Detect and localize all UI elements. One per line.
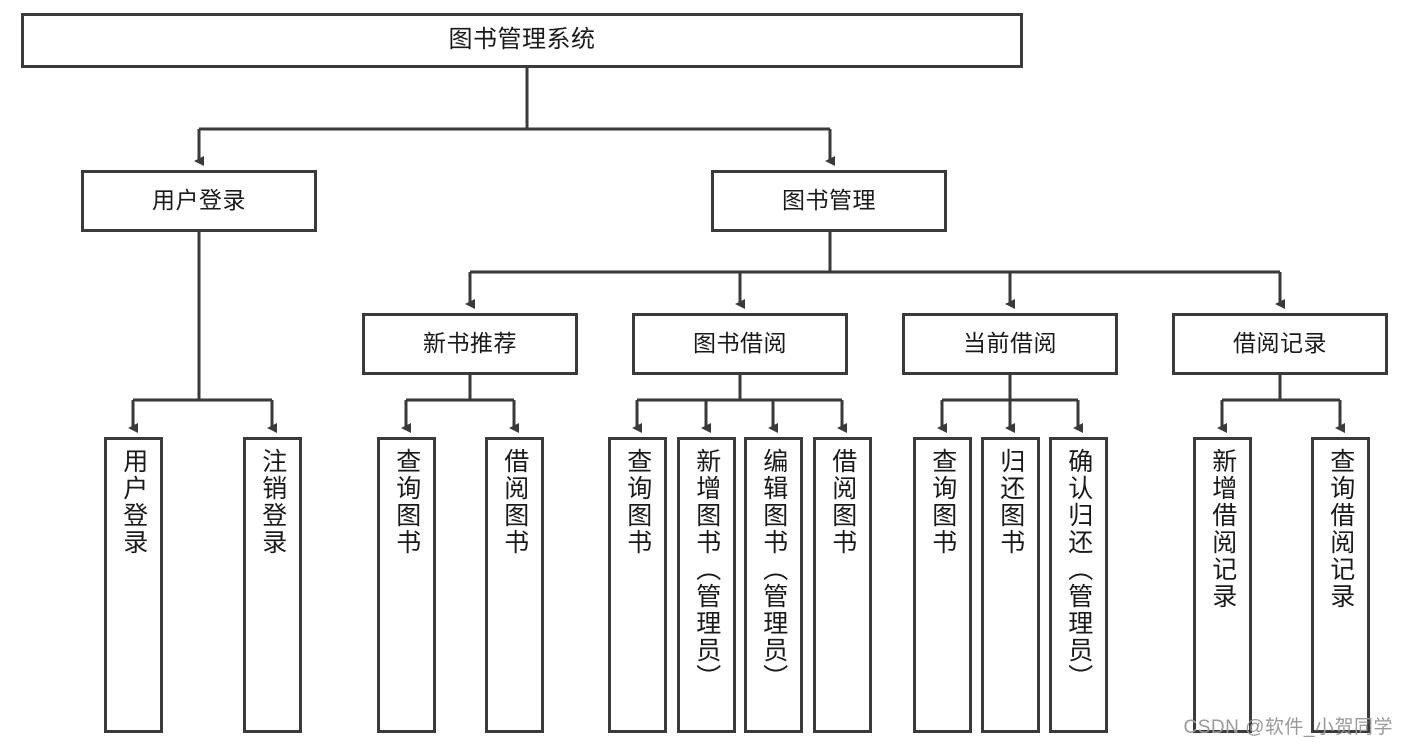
node-leaf-logout-label: 注销登录 (258, 448, 287, 556)
node-leaf-user-login-label: 用户登录 (119, 448, 148, 556)
node-book-borrow-label: 图书借阅 (693, 330, 787, 357)
node-book-management-label: 图书管理 (782, 187, 876, 214)
node-leaf-borrow-book-1-label: 借阅图书 (500, 448, 529, 556)
node-borrow-record-label: 借阅记录 (1233, 330, 1327, 357)
node-leaf-borrow-book-2[interactable]: 借阅图书 (813, 437, 872, 733)
node-leaf-borrow-book-2-label: 借阅图书 (828, 448, 857, 556)
node-book-borrow[interactable]: 图书借阅 (632, 313, 848, 375)
node-leaf-query-borrow-record[interactable]: 查询借阅记录 (1311, 437, 1370, 733)
node-borrow-record[interactable]: 借阅记录 (1172, 313, 1388, 375)
node-root-label: 图书管理系统 (448, 26, 596, 54)
node-leaf-add-borrow-record-label: 新增借阅记录 (1208, 448, 1237, 610)
node-leaf-query-book-2-label: 查询图书 (623, 448, 652, 556)
node-leaf-query-book-3[interactable]: 查询图书 (913, 437, 972, 733)
node-new-book-recommend[interactable]: 新书推荐 (362, 313, 578, 375)
node-leaf-return-book[interactable]: 归还图书 (981, 437, 1040, 733)
node-leaf-query-book-1[interactable]: 查询图书 (377, 437, 436, 733)
node-current-borrow[interactable]: 当前借阅 (902, 313, 1118, 375)
node-leaf-borrow-book-1[interactable]: 借阅图书 (485, 437, 544, 733)
node-leaf-edit-book-admin-label: 编辑图书（管理员） (759, 448, 788, 691)
node-leaf-return-book-label: 归还图书 (996, 448, 1025, 556)
node-leaf-query-book-1-label: 查询图书 (392, 448, 421, 556)
node-leaf-user-login[interactable]: 用户登录 (104, 437, 163, 733)
node-leaf-query-book-3-label: 查询图书 (928, 448, 957, 556)
node-leaf-query-book-2[interactable]: 查询图书 (608, 437, 667, 733)
node-leaf-confirm-return-admin-label: 确认归还（管理员） (1064, 448, 1093, 691)
node-leaf-edit-book-admin[interactable]: 编辑图书（管理员） (744, 437, 803, 733)
node-user-login[interactable]: 用户登录 (81, 170, 317, 232)
watermark-text: CSDN @软件_小贺同学 (1183, 717, 1393, 738)
node-leaf-logout[interactable]: 注销登录 (243, 437, 302, 733)
node-book-management[interactable]: 图书管理 (711, 170, 947, 232)
node-user-login-label: 用户登录 (152, 187, 246, 214)
node-new-book-recommend-label: 新书推荐 (423, 330, 517, 357)
node-leaf-query-borrow-record-label: 查询借阅记录 (1326, 448, 1355, 610)
node-root[interactable]: 图书管理系统 (21, 13, 1023, 68)
node-current-borrow-label: 当前借阅 (963, 330, 1057, 357)
node-leaf-add-borrow-record[interactable]: 新增借阅记录 (1193, 437, 1252, 733)
node-leaf-add-book-admin-label: 新增图书（管理员） (692, 448, 721, 691)
node-leaf-confirm-return-admin[interactable]: 确认归还（管理员） (1049, 437, 1108, 733)
node-leaf-add-book-admin[interactable]: 新增图书（管理员） (677, 437, 736, 733)
